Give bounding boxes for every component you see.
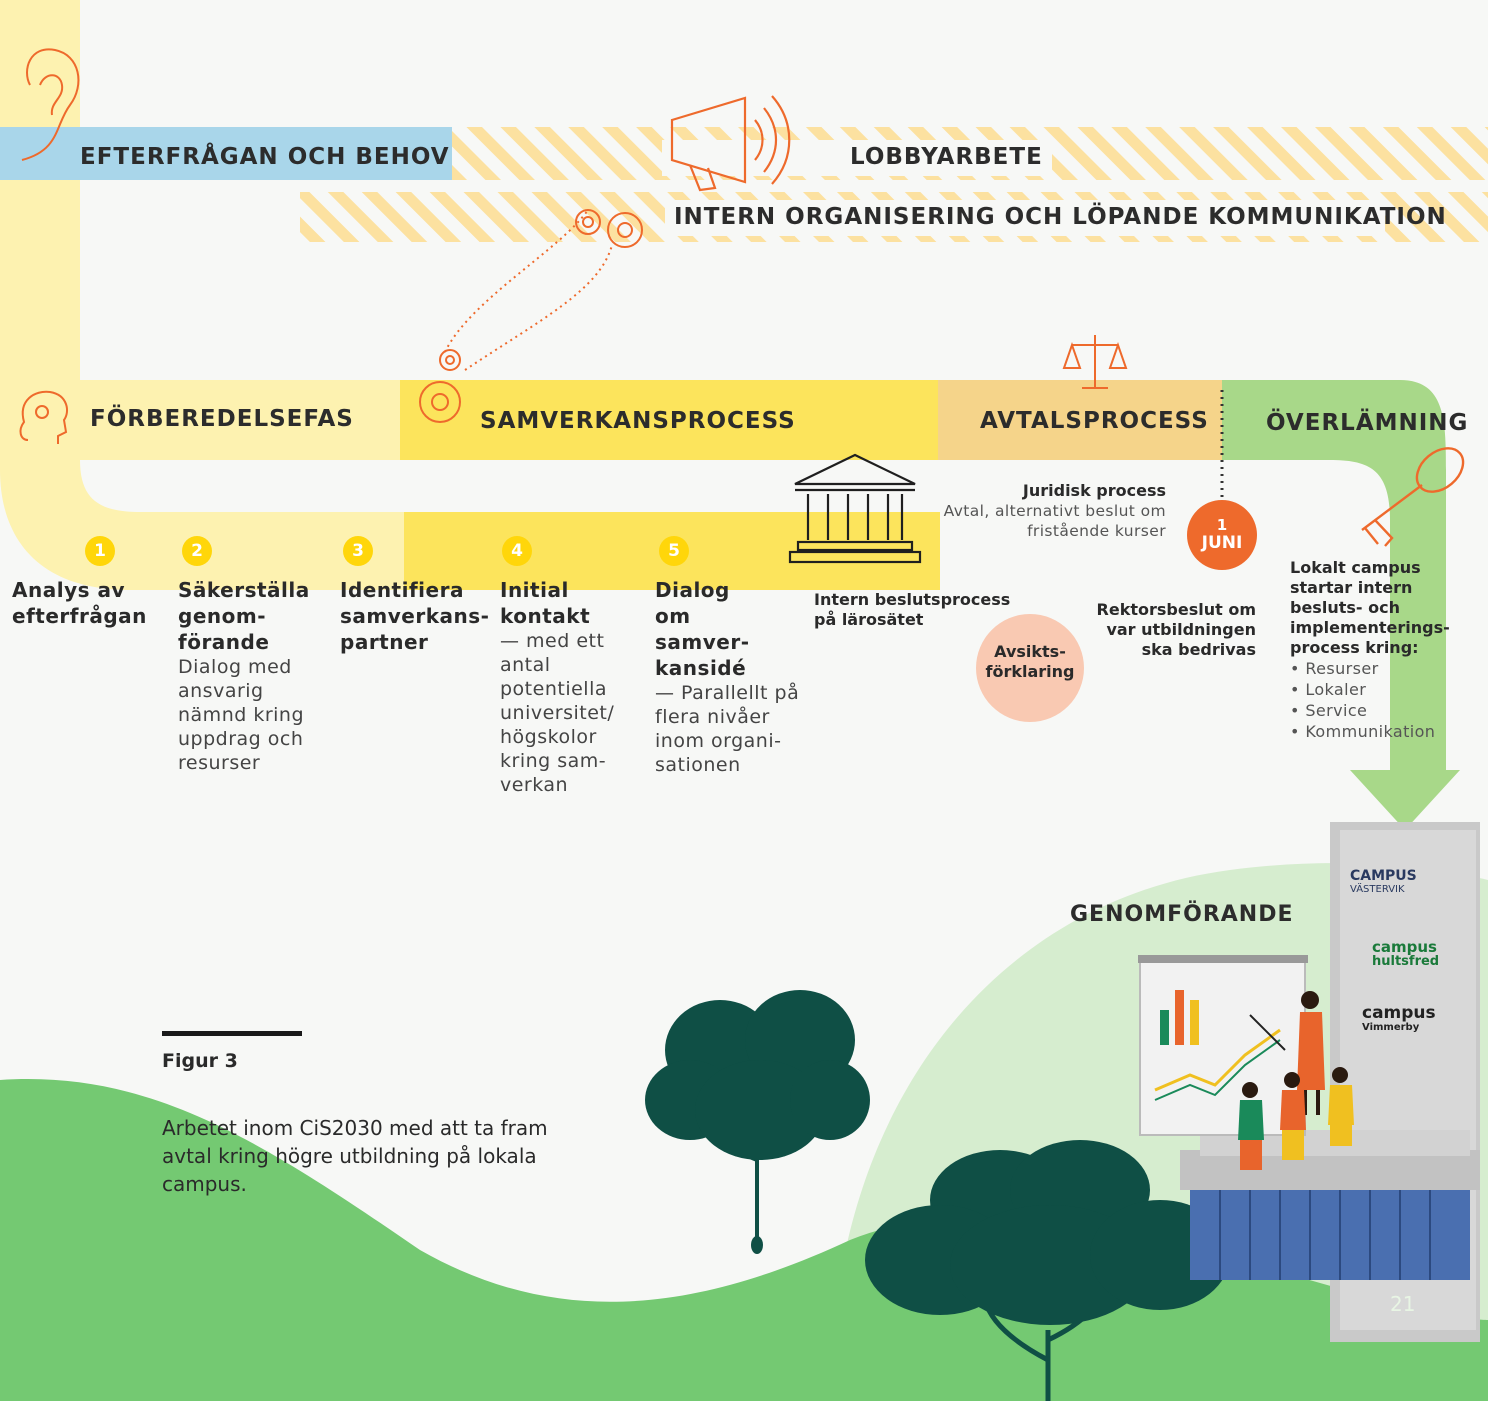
date-day: 1 [1216,516,1228,534]
scales-icon [1062,335,1128,389]
step-3-title: Identifiera samverkans- partner [340,578,490,654]
step-5: Dialog om samver- kansidé — Parallellt p… [655,577,805,777]
avsikt-text: Avsikts- förklaring [985,642,1075,681]
forberedelse-label: FÖRBEREDELSEFAS [90,406,354,432]
step-5-title: Dialog om samver- kansidé [655,578,750,680]
step-5-desc: — Parallellt på flera nivåer inom organi… [655,682,800,776]
avtal-band [938,380,1222,460]
sign3-title: campus [1362,1003,1436,1023]
sign-campus-hultsfred: campus hultsfred [1372,940,1462,969]
lokalt-list: Resurser Lokaler Service Kommunikation [1290,658,1488,742]
lokalt-item: Service [1290,700,1488,721]
dotted-connector-2 [464,244,613,371]
gears-bottom-icon [419,349,461,423]
lobby-label: LOBBYARBETE [850,144,1043,170]
sign2-title: campus [1372,938,1437,956]
juridisk-title: Juridisk process [1022,481,1166,500]
sign2-sub: hultsfred [1372,954,1440,969]
efterfragan-label: EFTERFRÅGAN OCH BEHOV [80,144,450,170]
overlamning-label: ÖVERLÄMNING [1266,410,1469,436]
sign-campus-vastervik: CAMPUS VÄSTERVIK [1350,868,1460,895]
step-number-2: 2 [182,536,212,566]
step-4-desc: — med ett antal potentiella universitet/… [500,630,615,796]
sign1-sub: VÄSTERVIK [1350,884,1405,895]
step-4-title: Initial kontakt [500,578,591,628]
date-badge: 1 JUNI [1187,500,1257,570]
lokalt-item: Lokaler [1290,679,1488,700]
lokalt-item: Kommunikation [1290,721,1488,742]
step-2: Säkerställa genom- förande Dialog med an… [178,577,318,775]
ground [0,1079,1488,1401]
step-2-desc: Dialog med ansvarig nämnd kring uppdrag … [178,656,305,774]
page-number: 21 [1390,1292,1416,1316]
step-number-1: 1 [85,536,115,566]
step-number-3: 3 [343,536,373,566]
caption-rule [162,1031,302,1036]
step-1: Analys av efterfrågan [12,577,152,629]
gears-top-icon [575,209,643,248]
megaphone-icon [670,95,791,192]
rektor-text: Rektorsbeslut om var utbildningen ska be… [1096,600,1256,659]
juridisk-desc: Avtal, alternativt beslut om fristående … [943,502,1166,540]
step-number-4: 4 [502,536,532,566]
samverkan-label: SAMVERKANSPROCESS [480,408,796,434]
presenter-figure [1297,991,1325,1115]
head-idea-icon [19,390,68,444]
lokalt-campus: Lokalt campus startar intern besluts- oc… [1290,558,1488,742]
juridisk-process: Juridisk process Avtal, alternativt besl… [940,481,1166,541]
down-arrow [1350,770,1460,830]
sign3-sub: Vimmerby [1362,1022,1420,1033]
intern-beslut-text: Intern beslutsprocess på lärosätet [814,590,1011,629]
step-3: Identifiera samverkans- partner [340,577,490,655]
figure-caption: Arbetet inom CiS2030 med att ta fram avt… [162,1116,548,1196]
lokalt-title: Lokalt campus startar intern besluts- oc… [1290,558,1450,657]
step-number-5: 5 [659,536,689,566]
presentation-screen [1138,955,1308,1136]
sign-campus-vimmerby: campus Vimmerby [1362,1004,1452,1033]
efterfragan-band [0,127,452,180]
step-4: Initial kontakt — med ett antal potentie… [500,577,620,797]
sign1-title: CAMPUS [1350,868,1417,884]
forberedelse-band [80,380,402,460]
audience-figures [1238,1067,1354,1170]
avsikt-circle [976,614,1084,722]
key-icon [1361,447,1465,547]
university-building-icon [788,453,922,564]
samverkan-band [400,380,940,460]
lokalt-item: Resurser [1290,658,1488,679]
step-2-title: Säkerställa genom- förande [178,578,310,654]
date-month: JUNI [1201,533,1243,553]
genomforande-label: GENOMFÖRANDE [1070,902,1294,927]
intern-label: INTERN ORGANISERING OCH LÖPANDE KOMMUNIK… [674,204,1447,230]
figure-label: Figur 3 [162,1050,238,1072]
ear-icon [21,48,80,161]
avtal-label: AVTALSPROCESS [980,408,1209,434]
step-1-title: Analys av efterfrågan [12,578,147,628]
tree-left [645,990,870,1254]
dotted-connector [444,209,589,353]
